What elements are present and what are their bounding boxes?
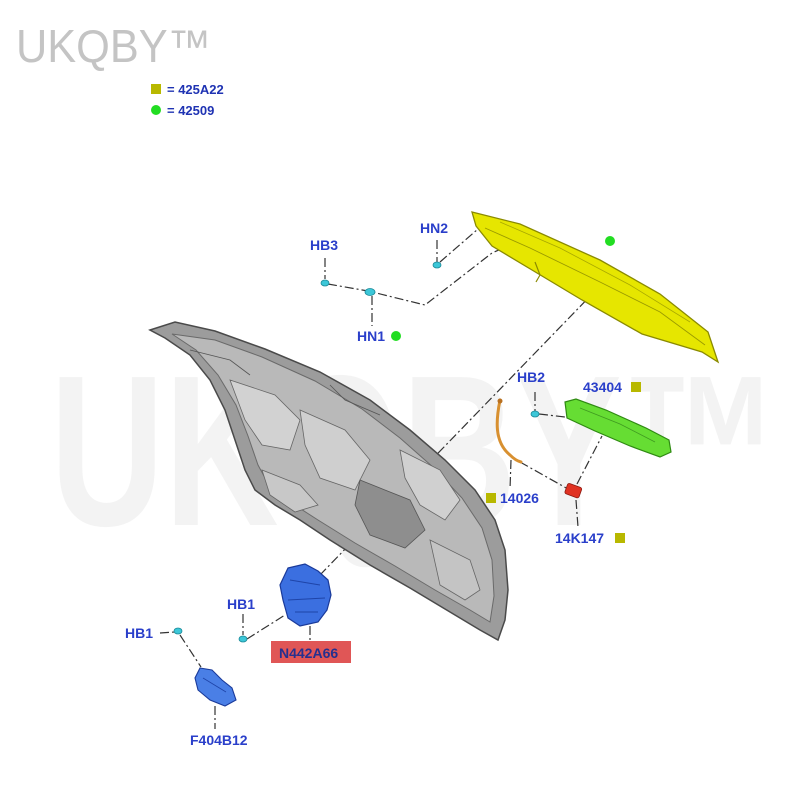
callout-hb3: HB3 (310, 237, 338, 253)
latch-n442a66 (279, 563, 332, 627)
trunk-lid-panel (148, 321, 509, 642)
callout-14k147: 14K147 (555, 530, 604, 546)
legend-square-icon (151, 84, 161, 94)
leader-14026 (509, 459, 512, 490)
14026-square-icon (486, 493, 496, 503)
n442a66-highlight-box (271, 641, 351, 663)
callout-hb1-upper: HB1 (227, 596, 255, 612)
fastener-hb3-icon (320, 279, 330, 287)
callout-hb1-left: HB1 (125, 625, 153, 641)
leader-14k147 (575, 499, 579, 528)
leader-lines (159, 228, 603, 729)
callout-n442a66: N442A66 (279, 645, 338, 661)
liftgate-handle-43404 (564, 398, 672, 458)
fastener-hb1-left-icon (173, 627, 183, 635)
bracket-f404b12 (194, 667, 237, 707)
fastener-hn1-icon (364, 288, 376, 296)
leader-spoiler-latch (319, 287, 599, 576)
14k147-square-icon (615, 533, 625, 543)
harness-connector-icon (497, 398, 503, 404)
fastener-hb2-icon (530, 410, 540, 418)
callout-hn1: HN1 (357, 328, 385, 344)
leader-hb1-latch (246, 614, 286, 640)
43404-square-icon (631, 382, 641, 392)
fasteners (173, 261, 540, 643)
legend-item-42509: = 42509 (167, 103, 214, 118)
watermark-small: UKQBY™ (16, 20, 211, 72)
spoiler-green-dot-icon (605, 236, 615, 246)
fastener-hn2-icon (432, 261, 442, 269)
callout-14026: 14026 (500, 490, 539, 506)
fastener-hb1-upper-icon (238, 635, 248, 643)
legend-item-425a22: = 425A22 (167, 82, 224, 97)
leader-hn1-chain (327, 245, 509, 306)
hn1-green-dot-icon (391, 331, 401, 341)
callout-43404: 43404 (583, 379, 622, 395)
callout-hn2: HN2 (420, 220, 448, 236)
callout-hb2: HB2 (517, 369, 545, 385)
wiring-harness-14026 (495, 398, 523, 464)
leader-hb2-handle (538, 413, 566, 418)
leader-hb1-bracket (179, 634, 202, 668)
callout-f404b12: F404B12 (190, 732, 248, 748)
switch-14k147 (564, 483, 583, 499)
callout-labels: HB3 HN2 HN1 HB2 43404 14026 14K147 HB1 H… (125, 220, 641, 748)
leader-hb1-left (159, 631, 176, 634)
legend: = 425A22 = 42509 (151, 82, 224, 118)
rear-spoiler (471, 211, 720, 364)
leader-hn2-spoiler (439, 228, 479, 263)
legend-circle-icon (151, 105, 161, 115)
